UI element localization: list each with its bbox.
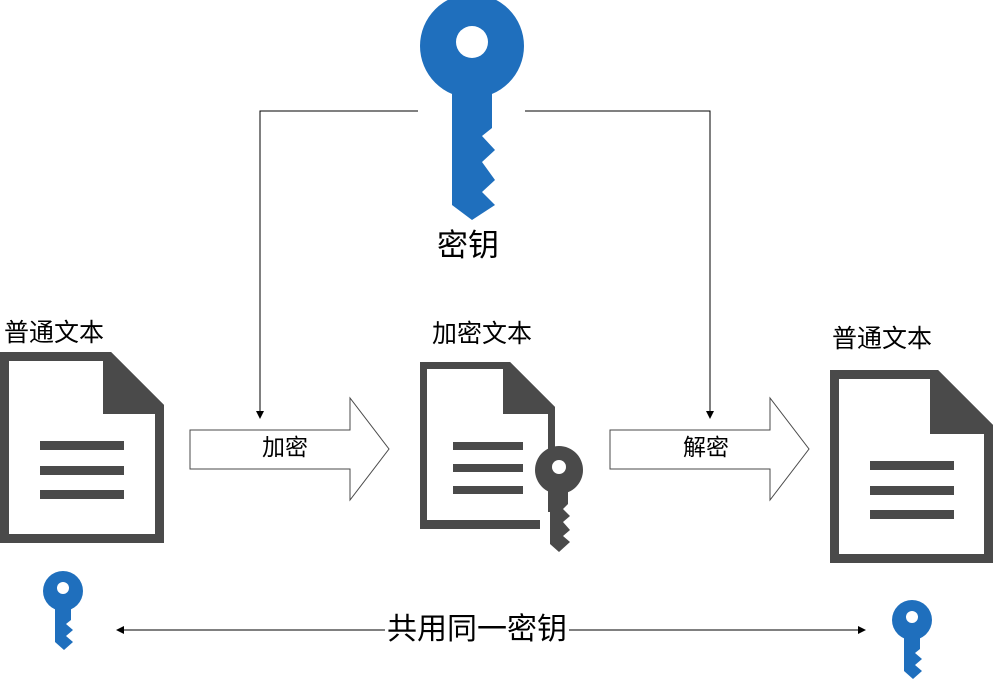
connector-to-decrypt [525,110,714,419]
decrypt-label: 解密 [683,435,729,461]
cipher-key-icon [535,446,583,552]
plaintext-left-label: 普通文本 [4,318,105,347]
main-key-icon [420,0,524,220]
ciphertext-document-icon [420,362,555,529]
plaintext-document-right-icon [830,370,993,563]
encrypt-arrow [189,396,390,502]
key-label: 密钥 [437,228,499,264]
shared-key-right-icon [892,600,932,679]
decrypt-arrow [609,396,810,502]
shared-key-left-icon [43,571,83,650]
key-connector-lines [256,110,714,419]
ciphertext-label: 加密文本 [432,319,533,348]
plaintext-right-label: 普通文本 [832,324,933,353]
shared-key-label: 共用同一密钥 [385,612,569,647]
connector-to-encrypt [256,110,418,419]
encrypt-label: 加密 [262,435,308,461]
plaintext-document-left-icon [0,352,164,543]
